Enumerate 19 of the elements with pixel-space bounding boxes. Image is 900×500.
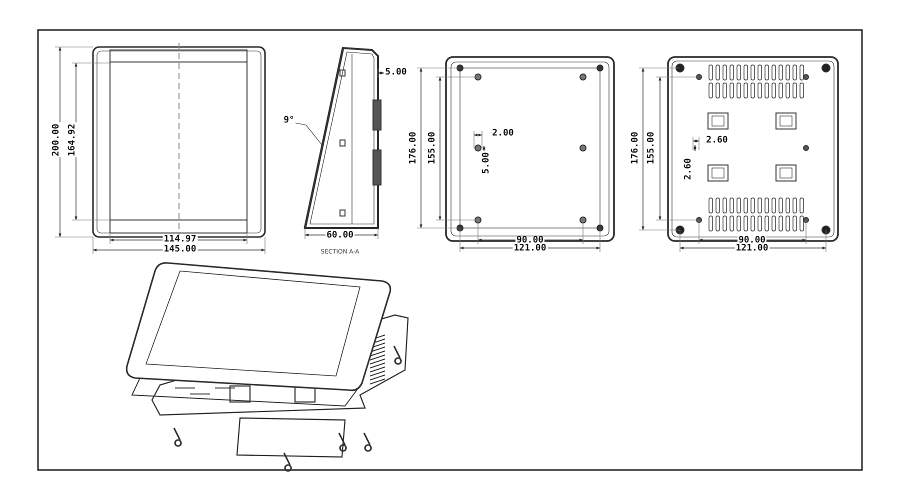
dimension-label: 121.00 (734, 244, 770, 254)
dimension-label: 2.00 (491, 130, 515, 138)
dimension-label: 2.60 (705, 136, 729, 146)
leader-line (295, 122, 322, 146)
dimension-label: 121.00 (512, 244, 548, 254)
dimension-label: 2.60 (684, 157, 694, 181)
dimension-label: 60.00 (325, 232, 355, 240)
dimension-label: 155.00 (428, 130, 438, 166)
dimension-label: 176.00 (632, 130, 640, 166)
dimension-label: 114.97 (162, 236, 198, 244)
dimension-label: 155.00 (648, 130, 656, 166)
dimension-label: 164.92 (68, 122, 78, 158)
dimension-label: 200.00 (52, 122, 62, 158)
angle-label: 9° (282, 116, 296, 126)
dimension-label: 145.00 (162, 246, 198, 254)
slanted-wall (304, 48, 344, 228)
dimension-label: 176.00 (410, 130, 418, 166)
dimension-label: 5.00 (482, 151, 492, 175)
dimension-label: 5.00 (384, 68, 408, 78)
